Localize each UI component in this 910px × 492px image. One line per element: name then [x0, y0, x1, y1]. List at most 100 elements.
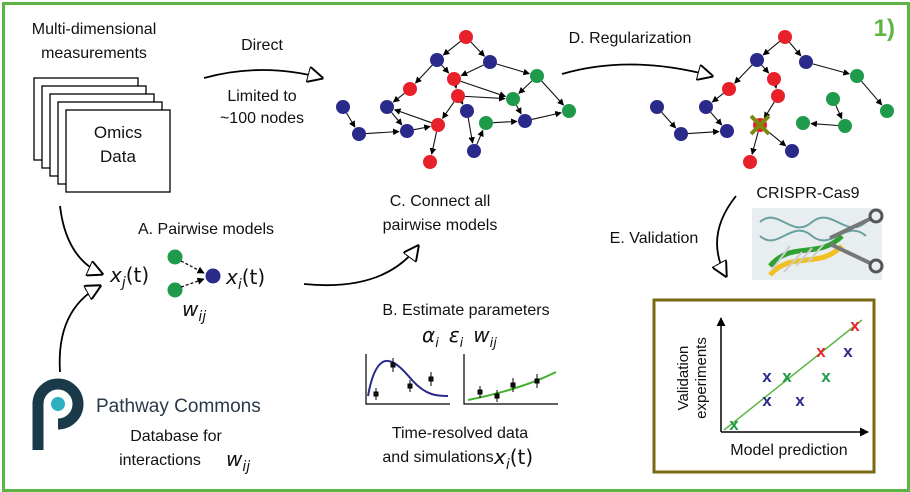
- net-reg-node: [785, 144, 799, 158]
- net-full-edge: [442, 40, 461, 56]
- net-full-node: [562, 104, 576, 118]
- scatter-marker: x: [816, 342, 826, 361]
- net-reg-edge: [734, 64, 753, 84]
- net-reg-node: [826, 92, 840, 106]
- scatter-marker: x: [762, 391, 772, 410]
- net-full-node: [336, 100, 350, 114]
- scatter-ylabel-line2: experiments: [693, 337, 710, 419]
- direct-label: Direct: [241, 37, 283, 54]
- net-reg-node: [778, 30, 792, 44]
- pairwise-to-connect-arrow: [303, 246, 418, 287]
- net-full-node: [447, 72, 461, 86]
- net-reg-edge: [810, 120, 839, 128]
- net-reg-node: [650, 100, 664, 114]
- net-reg-edge: [763, 101, 775, 119]
- net-reg-edge: [761, 64, 770, 74]
- network-regularized: [650, 30, 894, 169]
- net-full-node: [430, 53, 444, 67]
- net-reg-node: [720, 124, 734, 138]
- net-full-edge: [460, 64, 484, 77]
- omics-label-line1: Omics: [94, 123, 142, 142]
- timeseries-line1: Time-resolved data: [392, 425, 528, 442]
- net-reg-node: [743, 155, 757, 169]
- net-full-edge: [365, 128, 400, 136]
- net-full-edge: [429, 131, 438, 155]
- pairwise-xi: xi(t): [225, 265, 265, 293]
- net-reg-edge: [762, 41, 780, 56]
- net-full-edge: [392, 92, 405, 103]
- knockout-x-icon: [749, 114, 771, 136]
- net-reg-edge: [710, 111, 723, 126]
- pathway-commons-logo-icon: [32, 378, 84, 450]
- estimate-title: B. Estimate parameters: [382, 302, 549, 319]
- pairwise-wij: wij: [182, 297, 206, 325]
- net-full-edge: [442, 101, 455, 119]
- net-reg-node: [796, 116, 810, 130]
- net-full-edge: [470, 41, 485, 57]
- inputs-title-line1: Multi-dimensional: [32, 21, 157, 38]
- scatter-marker: x: [821, 367, 831, 386]
- net-reg-edge: [771, 81, 779, 89]
- net-full-node: [479, 116, 493, 130]
- net-full-edge: [531, 110, 562, 120]
- regularization-arrow: [561, 63, 712, 76]
- net-reg-node: [722, 82, 736, 96]
- crispr-label: CRISPR-Cas9: [756, 185, 859, 202]
- net-reg-edge: [861, 80, 883, 106]
- omics-to-pairwise-arrow: [59, 205, 102, 274]
- net-reg-node: [771, 89, 785, 103]
- net-full-node: [423, 155, 437, 169]
- net-full-edge: [456, 97, 464, 105]
- net-full-edge: [460, 80, 507, 98]
- connect-line1: C. Connect all: [390, 193, 491, 210]
- net-reg-edge: [750, 131, 759, 155]
- net-full-edge: [413, 124, 431, 131]
- net-full-node: [460, 104, 474, 118]
- net-reg-edge: [812, 63, 850, 76]
- net-full-edge: [415, 64, 433, 84]
- scatter-marker: x: [729, 415, 739, 434]
- net-full-node: [431, 118, 445, 132]
- pairwise-node-green-top: [167, 249, 183, 265]
- net-full-edge: [541, 80, 565, 106]
- net-full-node: [530, 69, 544, 83]
- net-reg-node: [880, 104, 894, 118]
- pathway-to-pairwise-arrow: [58, 286, 100, 373]
- net-full-edge: [476, 129, 484, 145]
- scatter-trend-line: [723, 319, 863, 431]
- net-reg-node: [850, 69, 864, 83]
- net-reg-edge: [789, 42, 802, 57]
- pairwise-title: A. Pairwise models: [138, 221, 274, 238]
- omics-stack: [33, 77, 171, 193]
- omics-label-line2: Data: [100, 147, 136, 166]
- net-reg-node: [799, 55, 813, 69]
- scatter-ylabel-line1: Validation: [675, 346, 692, 411]
- net-reg-node: [767, 72, 781, 86]
- net-reg-edge: [661, 111, 677, 129]
- pathway-name: Pathway Commons: [96, 396, 261, 417]
- inputs-title-line2: measurements: [41, 45, 147, 62]
- timeseries-plot-green: [463, 354, 558, 405]
- net-full-edge: [464, 94, 506, 102]
- direct-note-line1: Limited to: [227, 88, 296, 105]
- validation-label: E. Validation: [610, 230, 699, 247]
- net-reg-node: [699, 100, 713, 114]
- net-full-node: [352, 127, 366, 141]
- timeseries-xi: xi(t): [493, 445, 533, 473]
- net-reg-node: [838, 119, 852, 133]
- net-full-node: [451, 89, 465, 103]
- scatter-marker: x: [762, 367, 772, 386]
- pairwise-edge-1: [180, 260, 205, 274]
- scatter-xlabel: Model prediction: [730, 442, 847, 459]
- net-reg-node: [750, 53, 764, 67]
- validation-scatter-frame: [652, 298, 876, 474]
- timeseries-line2: and simulations: [382, 449, 493, 466]
- pairwise-xj: xj(t): [109, 263, 149, 291]
- pairwise-node-blue: [205, 268, 221, 284]
- net-full-node: [506, 92, 520, 106]
- net-reg-node: [674, 127, 688, 141]
- net-full-edge: [518, 80, 533, 94]
